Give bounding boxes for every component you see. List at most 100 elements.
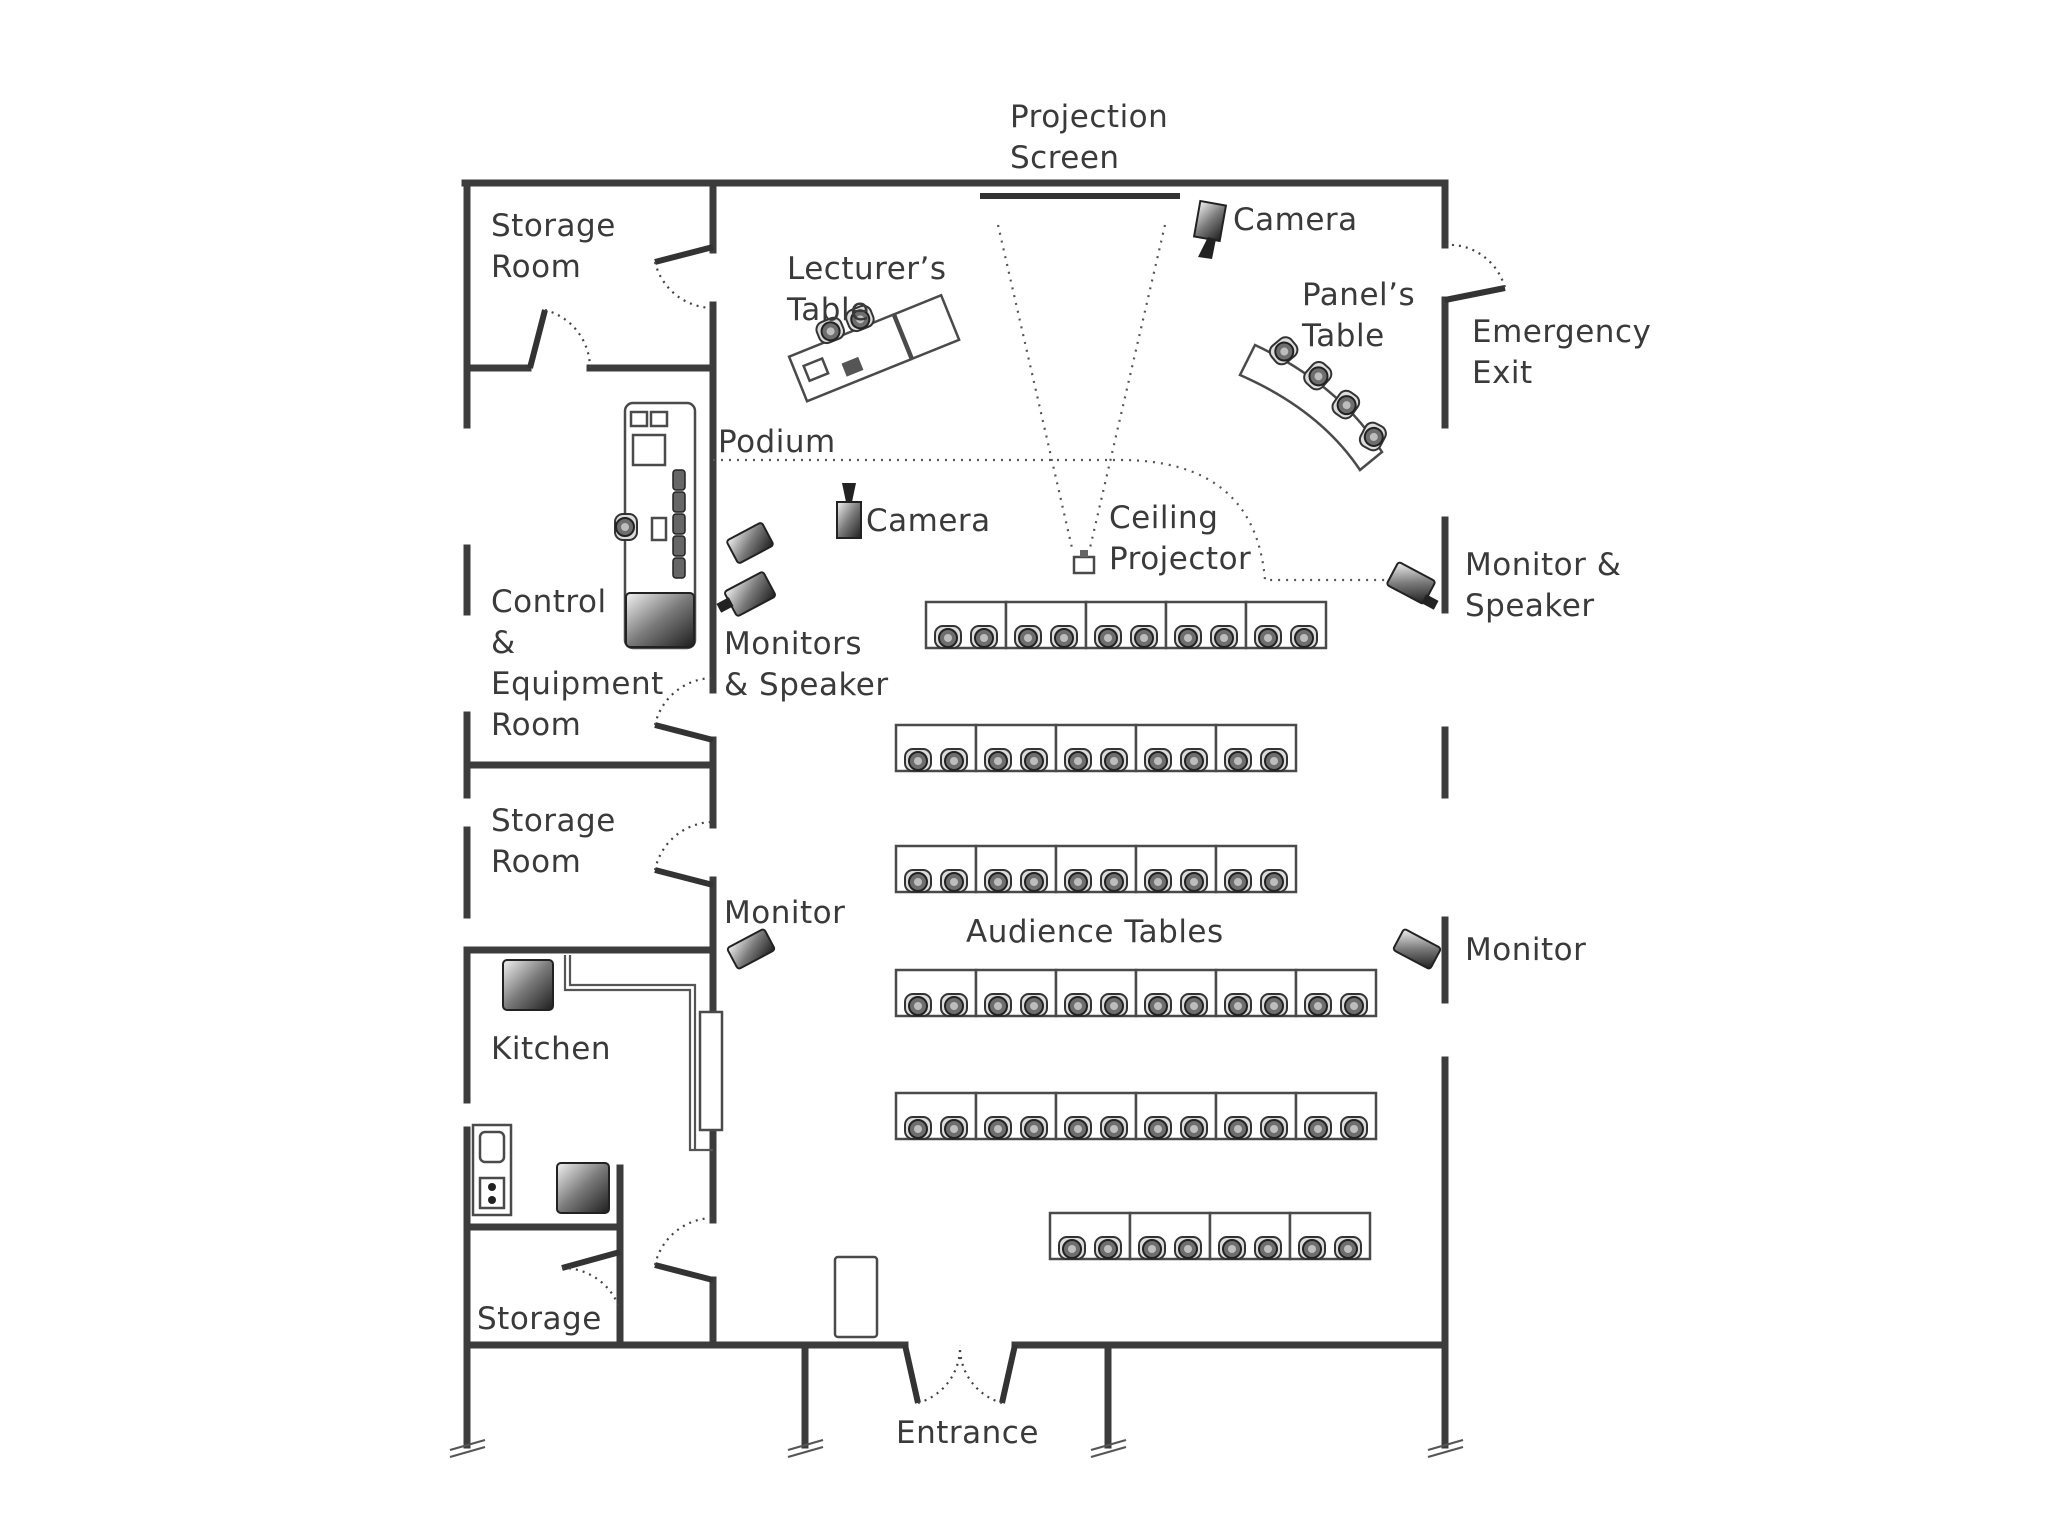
label-emergency-exit: Emergency Exit [1472, 314, 1662, 391]
audience-chair [1260, 869, 1288, 893]
camera-center [836, 483, 862, 539]
label-audience-tables: Audience Tables [966, 914, 1224, 950]
audience-chair [1020, 748, 1048, 772]
audience-chair [1020, 869, 1048, 893]
audience-chair [1180, 748, 1208, 772]
audience-chair [1180, 869, 1208, 893]
audience-row [894, 723, 1298, 773]
audience-chair [940, 869, 968, 893]
audience-row [924, 600, 1328, 650]
audience-chair [1260, 1116, 1288, 1140]
audience-chair [1298, 1236, 1326, 1260]
audience-chair [1020, 993, 1048, 1017]
monitor-left [726, 928, 776, 970]
audience-row [894, 1091, 1378, 1141]
audience-chair [1014, 625, 1042, 649]
audience-chair [984, 1116, 1012, 1140]
audience-chair [1174, 625, 1202, 649]
label-podium: Podium [718, 424, 836, 460]
audience-chair [1340, 1116, 1368, 1140]
audience-chair [1218, 1236, 1246, 1260]
label-entrance: Entrance [896, 1415, 1039, 1451]
monitor-right [1392, 928, 1442, 970]
audience-chair [1094, 625, 1122, 649]
label-monitors-speaker-left: Monitors & Speaker [724, 626, 889, 703]
audience-chair [1138, 1236, 1166, 1260]
audience-chair [1224, 993, 1252, 1017]
audience-chair [1130, 625, 1158, 649]
outer-walls [449, 179, 1464, 1459]
audience-chair [1064, 1116, 1092, 1140]
audience-chair [970, 625, 998, 649]
audience-chair [1254, 1236, 1282, 1260]
lecturers-table [787, 293, 961, 403]
audience-chair [1020, 1116, 1048, 1140]
label-panels-table: Panel’s Table [1301, 277, 1426, 354]
audience-chair [984, 869, 1012, 893]
label-monitor-left: Monitor [724, 895, 845, 931]
audience-chair [1254, 625, 1282, 649]
audience-chair [1094, 1236, 1122, 1260]
audience-chair [1100, 869, 1128, 893]
audience-chair [1260, 748, 1288, 772]
label-storage-room-top: Storage Room [491, 208, 626, 285]
audience-chair [1290, 625, 1318, 649]
audience-chair [1180, 993, 1208, 1017]
audience-chair [1224, 1116, 1252, 1140]
label-ceiling-projector: Ceiling Projector [1109, 500, 1251, 577]
label-kitchen: Kitchen [491, 1031, 611, 1067]
label-monitor-right: Monitor [1465, 932, 1586, 968]
kitchen-fixtures [471, 955, 724, 1217]
audience-chair [984, 993, 1012, 1017]
label-lecturers-table: Lecturer’s Table [786, 251, 957, 328]
label-camera-center: Camera [866, 503, 991, 539]
audience-chair [1144, 748, 1172, 772]
audience-tables [894, 600, 1378, 1261]
audience-chair [1224, 869, 1252, 893]
audience-chair [934, 625, 962, 649]
label-control-room: Control & Equipment Room [491, 584, 674, 743]
audience-chair [904, 869, 932, 893]
audience-chair [1224, 748, 1252, 772]
control-console [614, 401, 697, 650]
audience-chair [904, 993, 932, 1017]
labels: Storage Room Control & Equipment Room St… [477, 99, 1662, 1451]
audience-row [894, 844, 1298, 894]
label-storage-room-mid: Storage Room [491, 803, 626, 880]
audience-chair [1144, 869, 1172, 893]
audience-chair [1174, 1236, 1202, 1260]
audience-chair [1210, 625, 1238, 649]
audience-chair [904, 748, 932, 772]
audience-chair [1260, 993, 1288, 1017]
audience-chair [1064, 869, 1092, 893]
panels-table [1238, 332, 1390, 472]
audience-row [894, 968, 1378, 1018]
label-storage-small: Storage [477, 1301, 602, 1337]
audience-chair [1334, 1236, 1362, 1260]
audience-chair [904, 1116, 932, 1140]
audience-chair [1304, 1116, 1332, 1140]
monitor-speaker-right [1386, 561, 1439, 610]
audience-chair [1058, 1236, 1086, 1260]
audience-chair [1144, 1116, 1172, 1140]
label-camera-top: Camera [1233, 202, 1358, 238]
audience-chair [1064, 748, 1092, 772]
audience-chair [1050, 625, 1078, 649]
audience-chair [1064, 993, 1092, 1017]
audience-row [1048, 1211, 1372, 1261]
audience-chair [984, 748, 1012, 772]
audience-chair [940, 1116, 968, 1140]
interior-walls [463, 179, 717, 1349]
audience-chair [940, 993, 968, 1017]
audience-chair [1100, 748, 1128, 772]
audience-chair [1180, 1116, 1208, 1140]
entrance-cabinet [833, 1255, 879, 1339]
audience-chair [1304, 993, 1332, 1017]
podium-cable [713, 458, 1395, 582]
audience-chair [940, 748, 968, 772]
ceiling-projector [1072, 550, 1096, 575]
doors [527, 243, 1507, 1405]
audience-chair [1340, 993, 1368, 1017]
audience-chair [1100, 1116, 1128, 1140]
